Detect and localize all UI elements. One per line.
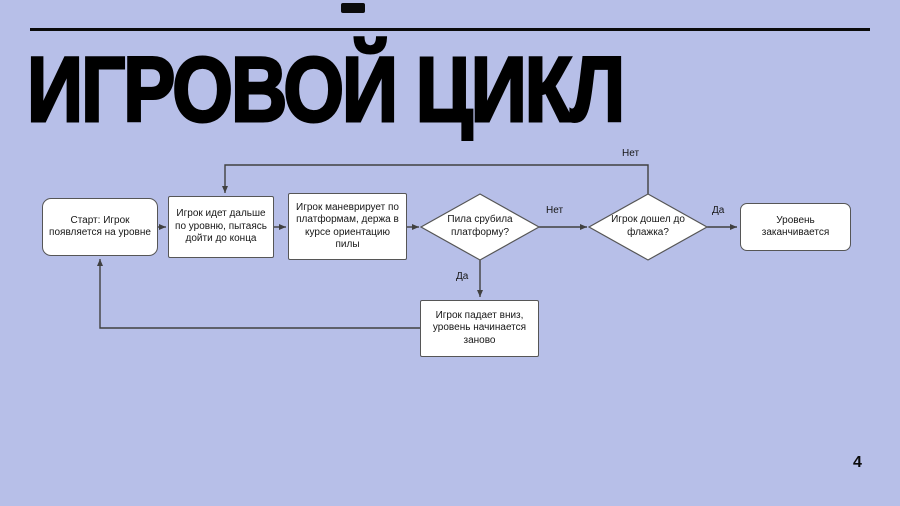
node-walk: Игрок идет дальше по уровню, пытаясь дой… [168,196,274,258]
node-maneuver: Игрок маневрирует по платформам, держа в… [288,193,407,260]
decision-flag-check-shape [587,193,709,261]
node-flag-check: Игрок дошел до флажка? [611,214,685,238]
node-maneuver-label: Игрок маневрирует по платформам, держа в… [296,201,399,251]
page-number: 4 [853,454,862,471]
node-start-label: Старт: Игрок появляется на уровне [49,214,151,239]
decision-saw-check-shape [419,193,541,261]
edge-flag-no-loop-to-walk [222,164,649,194]
node-saw-check: Пила срубила платформу? [447,214,513,238]
edge-label-saw-no: Нет [546,205,564,216]
node-fall-label: Игрок падает вниз, уровень начинается за… [432,309,527,346]
edge-fall-loop-to-start [97,259,420,329]
top-decoration-mark [341,3,365,13]
node-level-end: Уровень заканчивается [740,203,851,251]
node-fall: Игрок падает вниз, уровень начинается за… [420,300,539,357]
edge-label-flag-no: Нет [622,148,640,159]
edge-label-saw-yes: Да [456,271,469,282]
node-level-end-label: Уровень заканчивается [761,214,830,239]
title-rule [30,28,870,31]
edge-label-flag-yes: Да [712,205,725,216]
node-start: Старт: Игрок появляется на уровне [42,198,158,256]
slide-title: ИГРОВОЙ ЦИКЛ [26,36,627,143]
node-walk-label: Игрок идет дальше по уровню, пытаясь дой… [175,208,267,245]
